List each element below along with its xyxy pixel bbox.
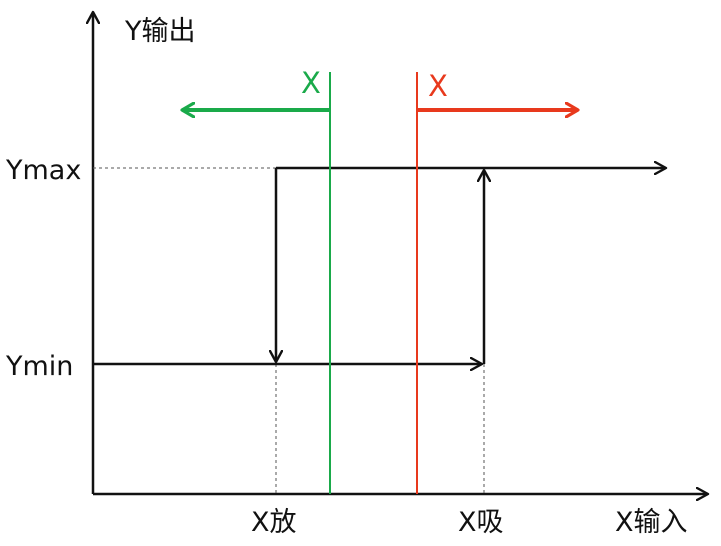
red-marker-label: X xyxy=(428,69,448,103)
green-marker-label: X xyxy=(301,66,321,100)
y-axis-label: Y输出 xyxy=(124,16,196,47)
x-pickup-label: X吸 xyxy=(458,507,504,538)
x-release-label: X放 xyxy=(251,507,297,538)
x-axis-label: X输入 xyxy=(615,507,688,538)
ymin-label: Ymin xyxy=(5,351,73,382)
ymax-label: Ymax xyxy=(5,155,81,186)
